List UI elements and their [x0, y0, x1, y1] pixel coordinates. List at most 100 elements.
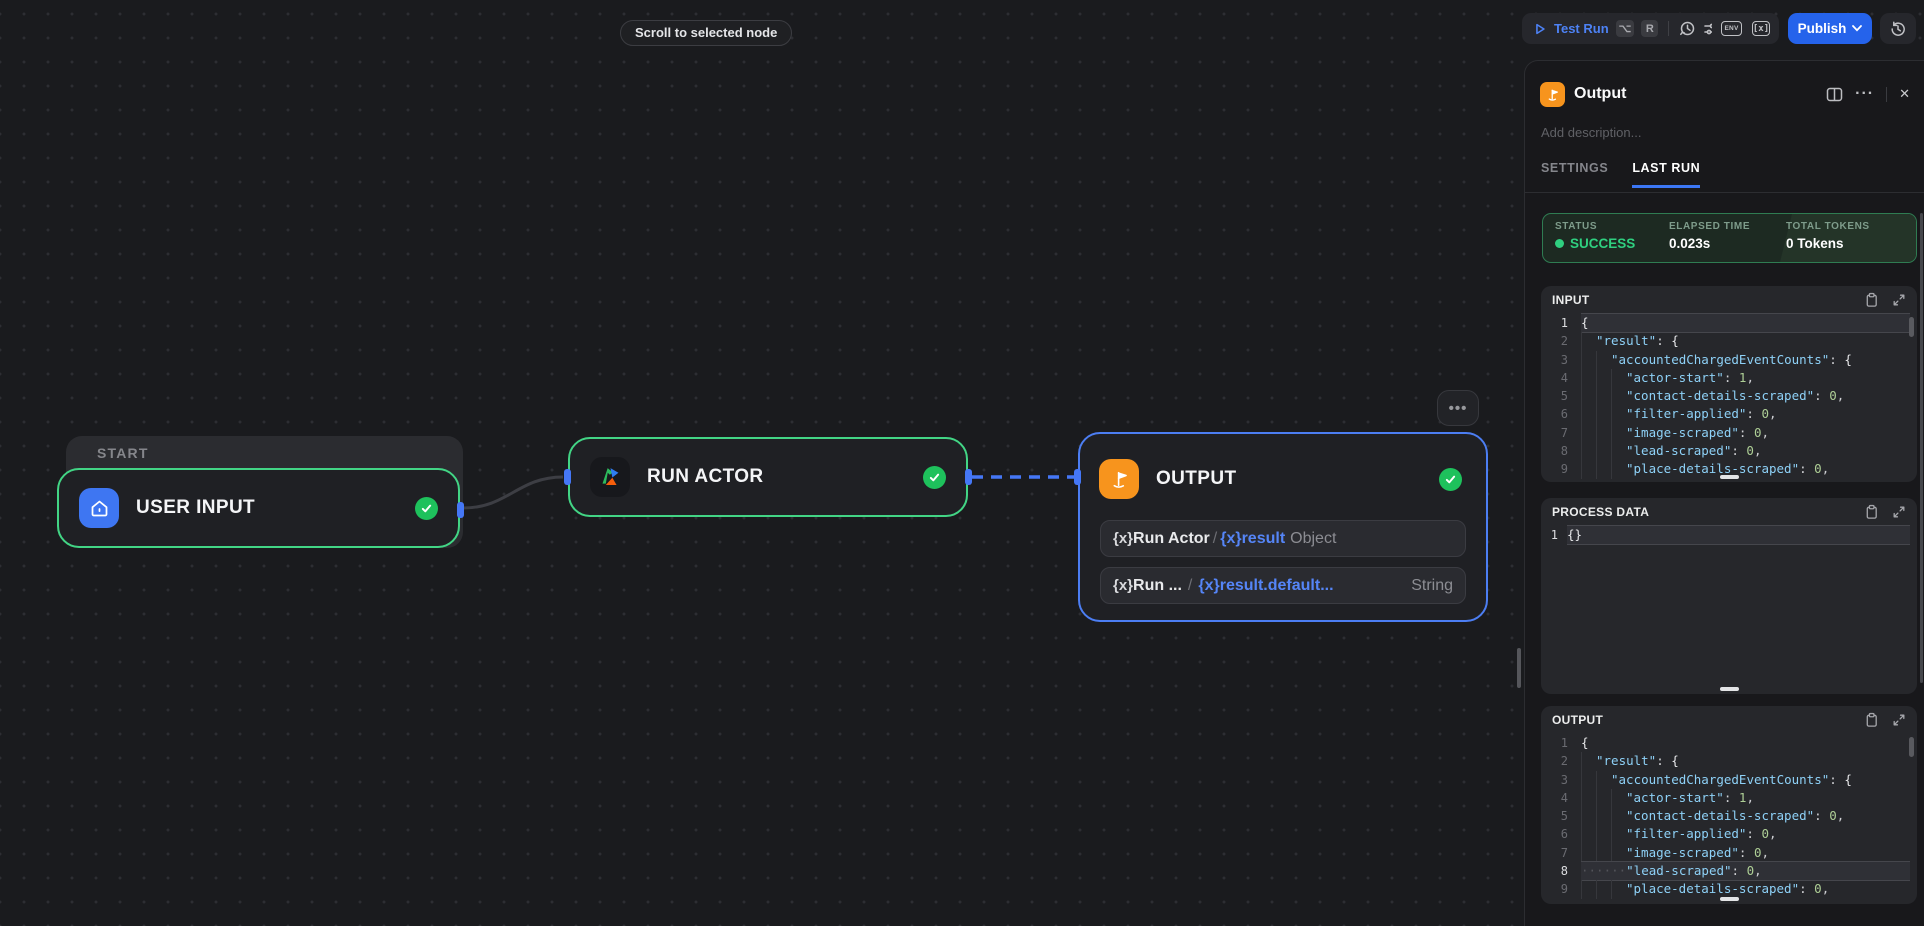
line-number: 1	[1560, 736, 1568, 750]
tab-last-run[interactable]: LAST RUN	[1632, 161, 1701, 188]
output-mapping-row[interactable]: {x} Run Actor / {x} result Object	[1100, 520, 1466, 557]
code-line[interactable]: 3"accountedChargedEventCounts": {	[1541, 770, 1917, 789]
node-more-button[interactable]: •••	[1437, 390, 1479, 426]
publish-button[interactable]: Publish	[1788, 13, 1872, 44]
run-history-icon[interactable]	[1679, 20, 1696, 37]
canvas-scrollbar[interactable]	[1517, 648, 1521, 688]
process-data-section: PROCESS DATA 1{}	[1541, 498, 1917, 694]
code-line[interactable]: 2 "result": {	[1541, 752, 1917, 771]
code-line[interactable]: 2 "result": {	[1541, 332, 1917, 351]
code-line[interactable]: 8······"lead-scraped": 0,	[1541, 862, 1917, 881]
line-number: 8	[1560, 864, 1568, 879]
code-line-content: "place-details-scraped": 0,	[1581, 880, 1910, 899]
home-icon	[79, 488, 119, 528]
version-history-button[interactable]	[1880, 13, 1916, 44]
expand-icon[interactable]	[1892, 505, 1906, 519]
code-line-content: "place-details-scraped": 0,	[1581, 460, 1910, 479]
code-line[interactable]: 7"image-scraped": 0,	[1541, 423, 1917, 443]
code-line-content: "filter-applied": 0,	[1581, 825, 1910, 844]
code-line[interactable]: 3"accountedChargedEventCounts": {	[1541, 350, 1917, 369]
more-options-icon[interactable]: ···	[1855, 85, 1875, 102]
input-handle[interactable]	[1074, 469, 1081, 485]
code-line[interactable]: 5"contact-details-scraped": 0,	[1541, 387, 1917, 406]
test-run-button[interactable]: Test Run	[1554, 21, 1609, 36]
input-handle[interactable]	[564, 469, 571, 485]
process-code-editor[interactable]: 1 {}	[1541, 526, 1917, 545]
line-number: 2	[1560, 754, 1568, 769]
line-number: 4	[1560, 790, 1568, 805]
mapping-separator: /	[1187, 576, 1193, 594]
output-code-editor[interactable]: 1{ 2 "result": {3"accountedChargedEventCou…	[1541, 734, 1917, 899]
code-line[interactable]: 1 {}	[1541, 526, 1917, 545]
expand-icon[interactable]	[1892, 293, 1906, 307]
line-number: 4	[1560, 370, 1568, 385]
copy-icon[interactable]	[1864, 712, 1879, 728]
split-view-icon[interactable]	[1826, 87, 1843, 102]
code-line[interactable]: 4"actor-start": 1,	[1541, 368, 1917, 388]
code-line[interactable]: 6 "filter-applied": 0,	[1541, 405, 1917, 424]
code-line[interactable]: 4"actor-start": 1,	[1541, 788, 1917, 808]
code-line-content: "lead-scraped": 0,	[1581, 442, 1910, 461]
elapsed-time-label: ELAPSED TIME	[1669, 221, 1751, 232]
total-tokens-label: TOTAL TOKENS	[1786, 221, 1870, 232]
output-handle[interactable]	[965, 469, 972, 485]
output-handle[interactable]	[457, 502, 464, 518]
node-run-actor[interactable]: RUN ACTOR	[564, 437, 972, 517]
fx-icon: {x}	[1113, 577, 1134, 594]
elapsed-time-value: 0.023s	[1669, 236, 1711, 251]
line-number: 9	[1560, 882, 1568, 897]
code-line-content: "filter-applied": 0,	[1581, 405, 1910, 424]
code-line[interactable]: 5"contact-details-scraped": 0,	[1541, 807, 1917, 826]
tabs-divider	[1525, 192, 1924, 193]
environment-button[interactable]: ENV	[1721, 21, 1742, 36]
tab-settings[interactable]: SETTINGS	[1541, 161, 1609, 175]
code-line[interactable]: 8"lead-scraped": 0,	[1541, 442, 1917, 461]
node-output[interactable]: OUTPUT {x} Run Actor / {x} result Object…	[1074, 432, 1488, 622]
code-line[interactable]: 9 "place-details-scraped": 0,	[1541, 880, 1917, 899]
header-separator	[1886, 86, 1888, 102]
line-number: 2	[1560, 334, 1568, 349]
code-line-content: "contact-details-scraped": 0,	[1581, 807, 1910, 826]
output-node-icon	[1540, 81, 1565, 107]
status-label: STATUS	[1555, 221, 1598, 232]
mapping-variable: result	[1241, 529, 1286, 547]
mapping-type: String	[1411, 576, 1453, 594]
vertical-scrollbar[interactable]	[1909, 317, 1914, 337]
scroll-to-node-tooltip[interactable]: Scroll to selected node	[620, 20, 793, 46]
line-number: 7	[1560, 845, 1568, 860]
variables-button[interactable]: [x]	[1752, 21, 1770, 36]
line-number: 6	[1560, 407, 1568, 422]
vertical-scrollbar[interactable]	[1909, 737, 1914, 757]
horizontal-scrollbar[interactable]	[1720, 475, 1739, 479]
section-title: OUTPUT	[1552, 713, 1604, 727]
code-line[interactable]: 1{	[1541, 314, 1917, 333]
code-line[interactable]: 7"image-scraped": 0,	[1541, 843, 1917, 863]
code-line-content: {}	[1567, 526, 1910, 545]
description-placeholder[interactable]: Add description...	[1541, 125, 1642, 140]
flag-icon	[1099, 459, 1139, 499]
play-icon[interactable]	[1533, 22, 1547, 36]
horizontal-scrollbar[interactable]	[1720, 687, 1739, 691]
copy-icon[interactable]	[1864, 292, 1879, 308]
output-mapping-row[interactable]: {x} Run ... / {x} result.default... Stri…	[1100, 567, 1466, 604]
code-line-content: "result": {	[1581, 332, 1910, 351]
horizontal-scrollbar[interactable]	[1720, 897, 1739, 901]
close-icon[interactable]: ✕	[1899, 86, 1910, 101]
panel-scrollbar[interactable]	[1920, 213, 1923, 683]
line-number: 3	[1560, 772, 1568, 787]
workflow-tools-group: ENV [x]	[1712, 13, 1779, 44]
output-section: OUTPUT 1{ 2 "result": {3"accountedChargedE…	[1541, 706, 1917, 904]
code-line[interactable]: 1{	[1541, 734, 1917, 752]
line-number: 7	[1560, 425, 1568, 440]
expand-icon[interactable]	[1892, 713, 1906, 727]
code-line[interactable]: 9"place-details-scraped": 0,	[1541, 460, 1917, 479]
code-line-content: "contact-details-scraped": 0,	[1581, 387, 1910, 406]
code-line-content: "result": {	[1581, 752, 1910, 771]
edge-user-input-to-run-actor	[462, 475, 564, 510]
node-user-input[interactable]: USER INPUT	[57, 468, 464, 548]
code-line[interactable]: 6"filter-applied": 0,	[1541, 825, 1917, 844]
copy-icon[interactable]	[1864, 504, 1879, 520]
input-code-editor[interactable]: 1{2 "result": {3"accountedChargedEventCou…	[1541, 314, 1917, 479]
line-number: 1	[1550, 528, 1558, 542]
mapping-separator: /	[1212, 529, 1218, 547]
